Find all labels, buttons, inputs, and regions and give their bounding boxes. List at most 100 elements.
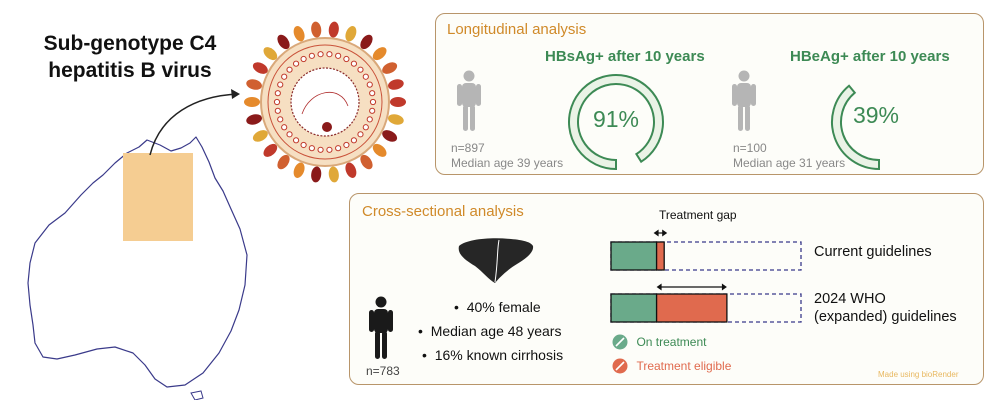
envelope-spike bbox=[293, 162, 305, 178]
envelope-protein bbox=[343, 55, 350, 63]
hbeag-ring-chart bbox=[831, 84, 880, 171]
envelope-protein bbox=[300, 55, 307, 63]
envelope-protein bbox=[335, 52, 342, 59]
envelope-protein bbox=[308, 145, 315, 152]
guideline-label-line: Current guidelines bbox=[814, 244, 932, 260]
envelope-spike bbox=[345, 162, 357, 178]
hbsag-percent: 91% bbox=[592, 106, 640, 132]
hbeag-median-age: Median age 31 years bbox=[733, 156, 846, 170]
capsid bbox=[290, 67, 360, 137]
envelope-protein bbox=[350, 60, 358, 67]
longitudinal-panel bbox=[435, 13, 984, 175]
figure-title: Sub-genotype C4 hepatitis B virus bbox=[20, 30, 240, 84]
envelope-protein bbox=[369, 90, 376, 97]
envelope-protein bbox=[366, 81, 373, 88]
cohort-characteristics: • 40% female • Median age 48 years • 16%… bbox=[418, 295, 563, 367]
hbsag-median-age: Median age 39 years bbox=[451, 156, 564, 170]
envelope-protein bbox=[369, 107, 376, 114]
treatment-eligible-legend-icon bbox=[612, 358, 628, 374]
treatment-gap-arrow bbox=[653, 229, 668, 237]
envelope-spike bbox=[372, 47, 387, 61]
guideline-label-line: (expanded) guidelines bbox=[814, 309, 957, 325]
polymerase bbox=[322, 122, 332, 132]
longitudinal-title: Longitudinal analysis bbox=[447, 21, 587, 38]
envelope-protein bbox=[292, 137, 300, 144]
map-to-virus-arrow bbox=[149, 89, 240, 156]
biorender-credit: Made using bioRender bbox=[878, 370, 959, 379]
envelope-spike bbox=[328, 166, 339, 183]
hbeag-percent: 39% bbox=[852, 102, 900, 128]
envelope-protein bbox=[281, 124, 288, 131]
envelope-protein bbox=[369, 98, 377, 106]
envelope-protein bbox=[308, 52, 315, 59]
envelope-inner-ring bbox=[267, 44, 383, 160]
envelope-protein bbox=[286, 66, 293, 73]
guideline-bar-current bbox=[610, 241, 802, 271]
envelope-spike bbox=[372, 143, 387, 157]
envelope-protein bbox=[350, 137, 358, 144]
guideline-label-current: Current guidelines bbox=[814, 243, 932, 261]
envelope-protein bbox=[317, 146, 324, 153]
envelope-protein bbox=[366, 116, 373, 123]
envelope-protein bbox=[335, 145, 342, 152]
hbsag-ring-chart bbox=[568, 74, 664, 171]
person-icon bbox=[369, 296, 393, 359]
legend-label: On treatment bbox=[636, 335, 707, 349]
person-icon bbox=[732, 70, 756, 131]
envelope-protein bbox=[273, 98, 281, 106]
hbeag-heading: HBeAg+ after 10 years bbox=[790, 48, 950, 65]
treatment-gap-label: Treatment gap bbox=[659, 208, 737, 222]
bullet-text: 40% female bbox=[466, 299, 541, 315]
on-treatment-segment bbox=[610, 241, 658, 271]
guideline-bar-who-2024 bbox=[610, 293, 802, 323]
hbsag-ring-segment bbox=[568, 74, 664, 171]
hbsag-heading: HBsAg+ after 10 years bbox=[545, 48, 705, 65]
guideline-label-who-2024: 2024 WHO (expanded) guidelines bbox=[814, 290, 957, 326]
legend-item-treatment-eligible: Treatment eligible bbox=[612, 357, 731, 375]
treatment-eligible-segment bbox=[655, 293, 728, 323]
cross-sectional-panel bbox=[349, 193, 984, 385]
envelope-spike bbox=[244, 97, 260, 107]
envelope-protein bbox=[326, 146, 333, 153]
envelope-protein bbox=[357, 131, 364, 138]
legend-item-on-treatment: On treatment bbox=[612, 333, 706, 351]
envelope-spike bbox=[246, 79, 262, 90]
envelope-protein bbox=[281, 73, 288, 80]
treatment-gap-chart: Treatment gap bbox=[610, 208, 802, 323]
envelope-spike bbox=[293, 26, 305, 42]
person-icon bbox=[457, 70, 481, 131]
envelope-spike bbox=[388, 79, 404, 90]
envelope-proteins bbox=[273, 51, 377, 153]
envelope-protein bbox=[362, 73, 369, 80]
envelope-spike bbox=[360, 154, 373, 170]
envelope-spike bbox=[345, 26, 357, 42]
envelope-spike bbox=[263, 143, 278, 157]
hbsag-cohort: n=897 Median age 39 years bbox=[451, 141, 563, 171]
liver-icon bbox=[458, 238, 534, 283]
envelope-protein bbox=[300, 141, 307, 149]
bullet-text: Median age 48 years bbox=[430, 323, 562, 339]
hbeag-ring-segment bbox=[831, 84, 880, 171]
bullet-item: • Median age 48 years bbox=[418, 323, 562, 339]
title-line-2: hepatitis B virus bbox=[48, 59, 212, 82]
on-treatment-legend-icon bbox=[612, 334, 628, 350]
envelope-spike bbox=[277, 34, 290, 50]
envelope-protein bbox=[326, 51, 333, 58]
cross-sectional-title: Cross-sectional analysis bbox=[362, 203, 524, 220]
envelope-spike bbox=[360, 34, 373, 50]
on-treatment-segment bbox=[610, 293, 658, 323]
envelope-protein bbox=[292, 60, 300, 67]
hbv-virion-illustration bbox=[244, 21, 406, 183]
hbeag-cohort: n=100 Median age 31 years bbox=[733, 141, 845, 171]
envelope-spike bbox=[246, 114, 262, 125]
bullet-text: 16% known cirrhosis bbox=[434, 347, 564, 363]
envelope-protein bbox=[274, 107, 281, 114]
envelope-protein bbox=[277, 81, 284, 88]
viral-dna bbox=[301, 91, 349, 115]
australia-map bbox=[27, 136, 248, 400]
bullet-item: • 16% known cirrhosis bbox=[422, 347, 564, 363]
envelope-spike bbox=[328, 21, 339, 38]
envelope-protein bbox=[357, 66, 364, 73]
expanded-gap-arrow bbox=[656, 283, 727, 291]
cross-sectional-n: n=783 bbox=[366, 364, 400, 378]
